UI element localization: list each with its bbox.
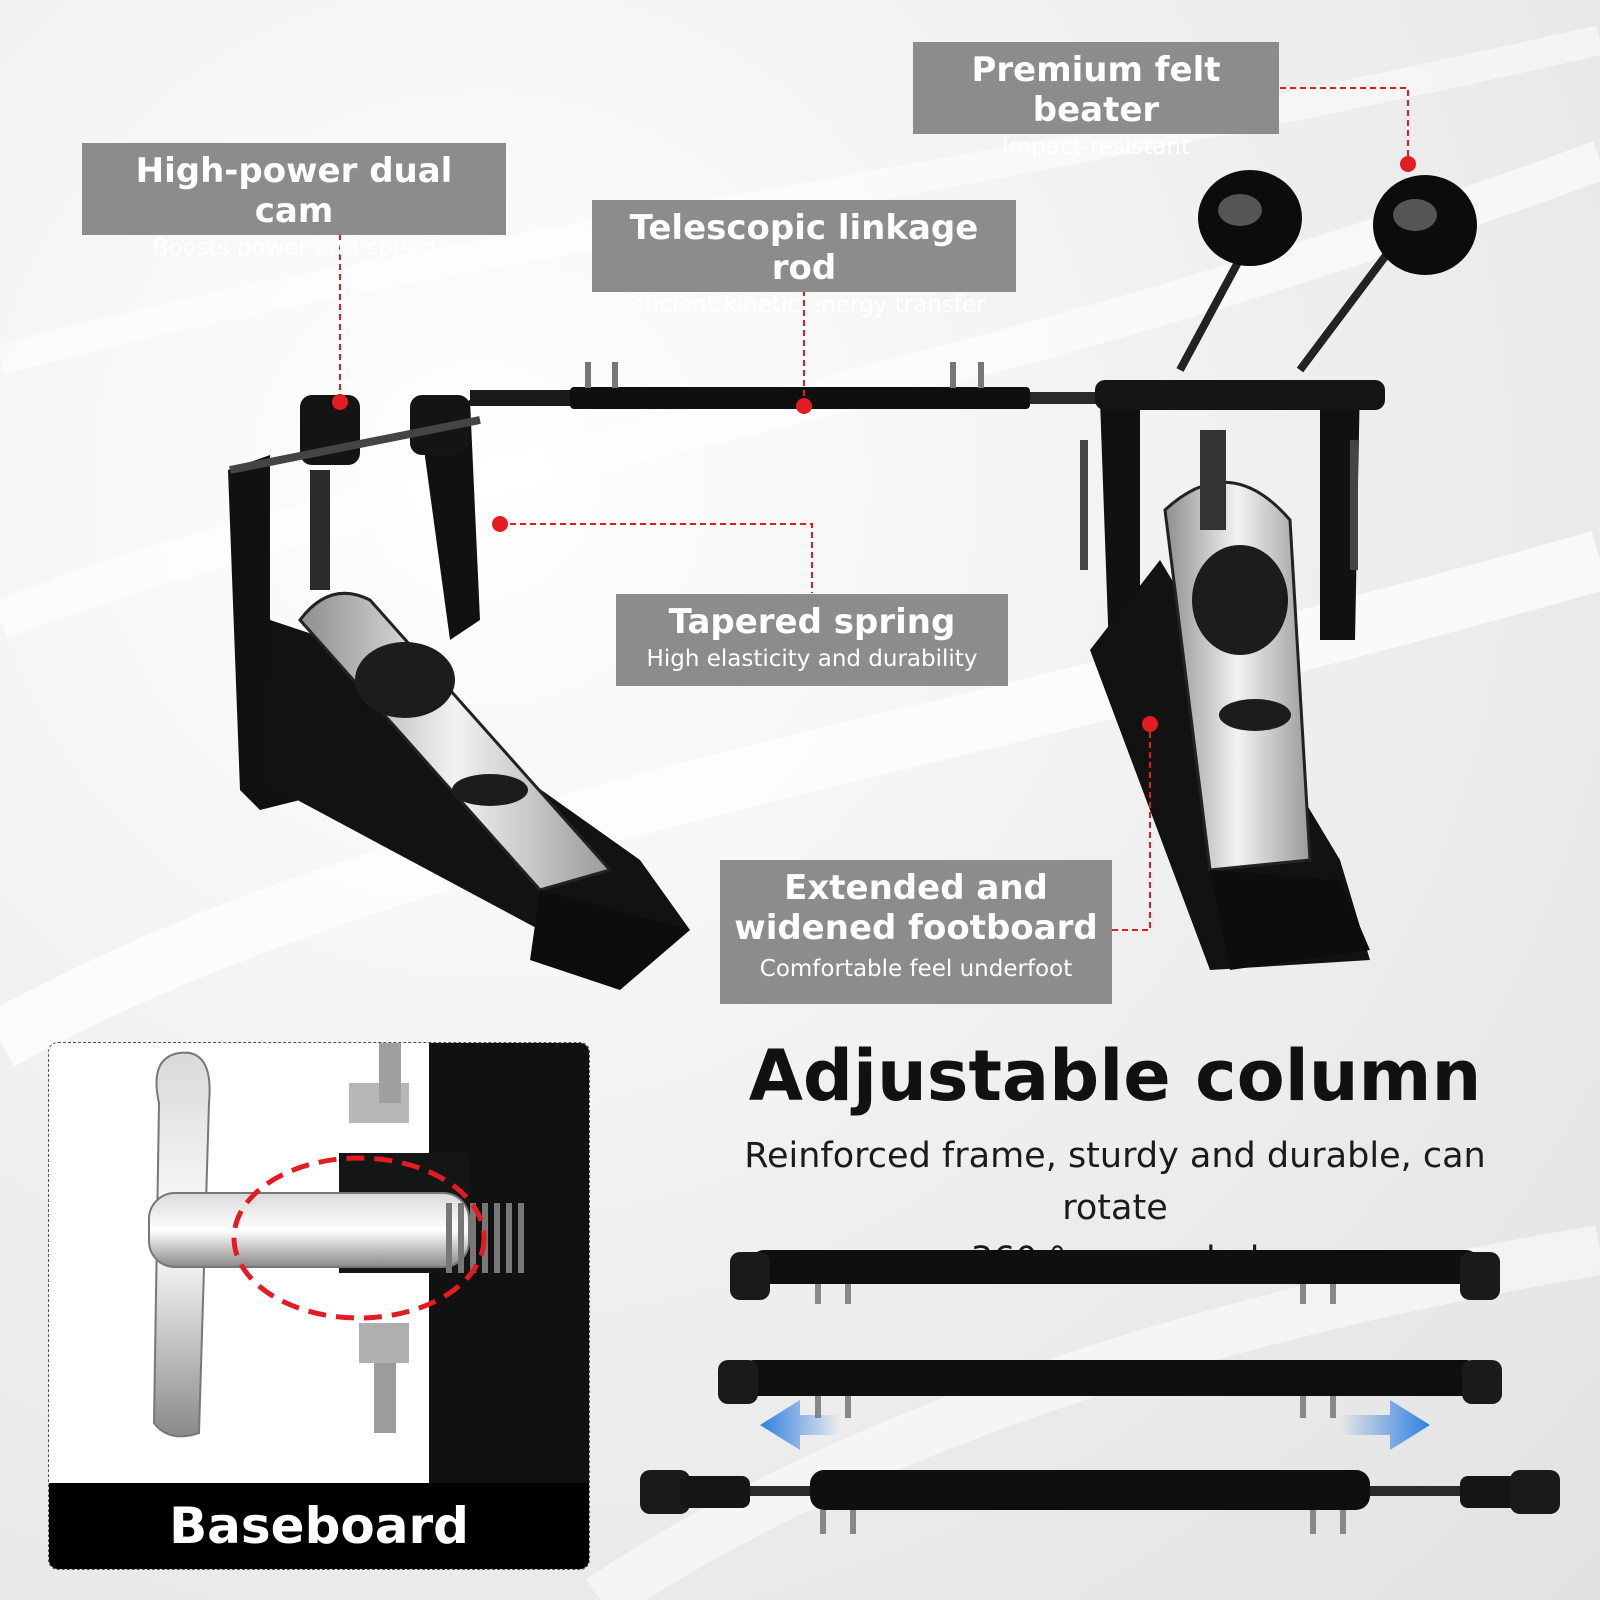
left-pedal	[228, 395, 690, 990]
callout-spring-subtitle: High elasticity and durability	[646, 646, 978, 672]
description-line-1: Reinforced frame, sturdy and durable, ca…	[744, 1136, 1486, 1228]
cam-marker	[332, 394, 348, 410]
double-pedal-illustration	[228, 170, 1477, 990]
extend-left-arrow	[760, 1400, 840, 1450]
column-rod-short	[730, 1250, 1500, 1304]
footboard-marker	[1142, 716, 1158, 732]
adjuster-closeup-illustration	[148, 1043, 589, 1485]
callout-connectors	[332, 87, 1416, 931]
callout-cam-subtitle: Boosts power and speed	[152, 235, 436, 261]
callout-cam: High-power dual cam Boosts power and spe…	[82, 143, 506, 261]
extend-right-arrow	[1340, 1400, 1430, 1450]
column-rod-extended	[640, 1470, 1560, 1534]
baseboard-adjuster-inset: Baseboard Adjuster	[48, 1042, 590, 1570]
callout-footboard: Extended and widened footboard Comfortab…	[720, 860, 1112, 1004]
callout-rod-title: Telescopic linkage rod	[629, 208, 979, 288]
callout-rod-subtitle: Efficient kinetic energy transfer	[622, 292, 986, 318]
linkage-rod	[470, 362, 1100, 409]
rod-marker	[796, 398, 812, 414]
spring-marker	[492, 516, 508, 532]
callout-footboard-title-1: Extended and	[784, 868, 1048, 908]
callout-beater: Premium felt beater Impact-resistant	[913, 42, 1279, 160]
column-length-illustration	[640, 1250, 1560, 1534]
beater-marker	[1400, 156, 1416, 172]
callout-beater-subtitle: Impact-resistant	[1001, 134, 1190, 160]
baseboard-adjuster-label: Baseboard Adjuster	[49, 1483, 589, 1569]
callout-beater-title: Premium felt beater	[971, 50, 1221, 130]
column-rod-medium	[718, 1360, 1502, 1418]
callout-rod: Telescopic linkage rod Efficient kinetic…	[592, 200, 1016, 318]
adjustable-column-heading: Adjustable column	[748, 1035, 1482, 1117]
callout-cam-title: High-power dual cam	[135, 151, 453, 231]
callout-footboard-title-2: widened footboard	[734, 908, 1098, 948]
right-pedal	[1080, 170, 1477, 970]
callout-spring: Tapered spring High elasticity and durab…	[616, 594, 1008, 686]
callout-footboard-subtitle: Comfortable feel underfoot	[759, 956, 1073, 982]
callout-spring-title: Tapered spring	[668, 602, 956, 642]
